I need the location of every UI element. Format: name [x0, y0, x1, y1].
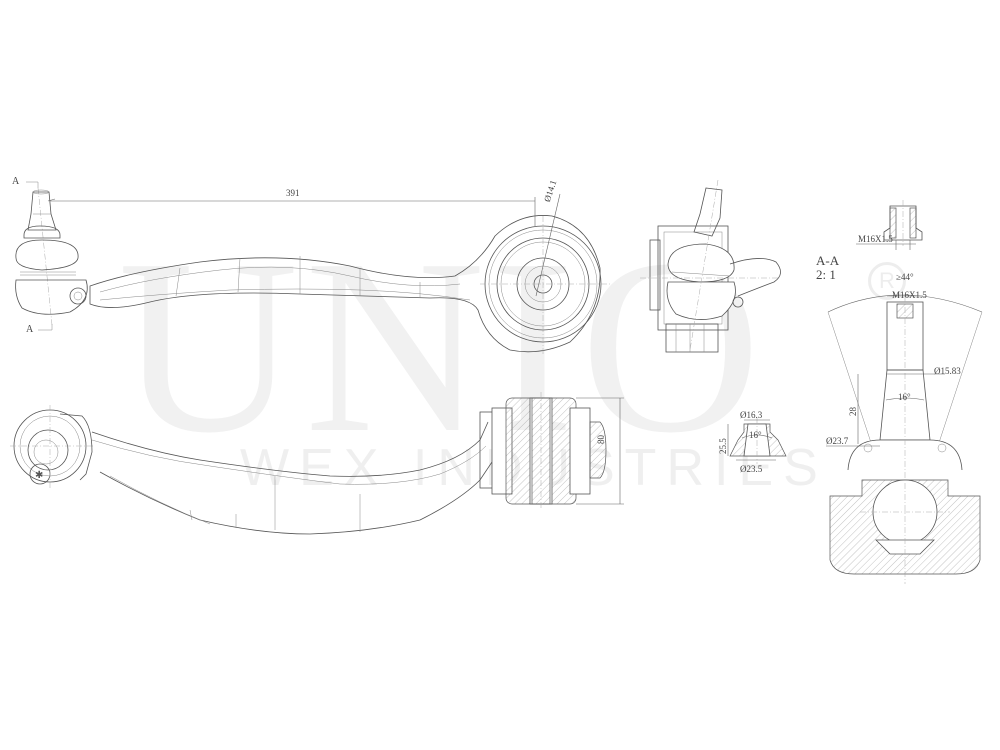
section-title: A-A — [816, 253, 840, 268]
registered-trademark-icon: R — [868, 262, 906, 300]
dim-stud-thread: M16X1.5 — [892, 290, 927, 300]
section-scale: 2: 1 — [816, 267, 836, 282]
dim-bushing-width: 80 — [596, 435, 606, 444]
dim-gauge-top-dia: Ø16.3 — [740, 410, 763, 420]
dim-gauge-height: 25.5 — [718, 438, 728, 454]
section-a-a-detail — [826, 294, 983, 584]
nut-detail — [856, 200, 923, 250]
front-view-control-arm: ✱ — [10, 392, 624, 535]
dim-gauge-angle: 16° — [749, 430, 762, 440]
dim-gauge-bottom-dia: Ø23.5 — [740, 464, 763, 474]
top-view-control-arm — [15, 181, 610, 356]
dim-taper-bottom-dia: Ø23.7 — [826, 436, 849, 446]
dim-swivel-angle: ≥44° — [896, 272, 914, 282]
section-marker-top: A — [12, 176, 20, 187]
dim-taper-angle: 16° — [898, 392, 911, 402]
svg-text:✱: ✱ — [35, 470, 43, 481]
watermark-brand: UNIO — [118, 208, 767, 485]
dim-overall-length: 391 — [286, 188, 300, 198]
section-marker-bottom: A — [26, 324, 34, 335]
dim-taper-length: 28 — [848, 407, 858, 416]
dim-nut-thread: M16X1.5 — [858, 234, 893, 244]
taper-gauge-detail — [727, 418, 787, 464]
dim-taper-top-dia: Ø15.83 — [934, 366, 961, 376]
side-view-ball-joint — [640, 179, 781, 353]
